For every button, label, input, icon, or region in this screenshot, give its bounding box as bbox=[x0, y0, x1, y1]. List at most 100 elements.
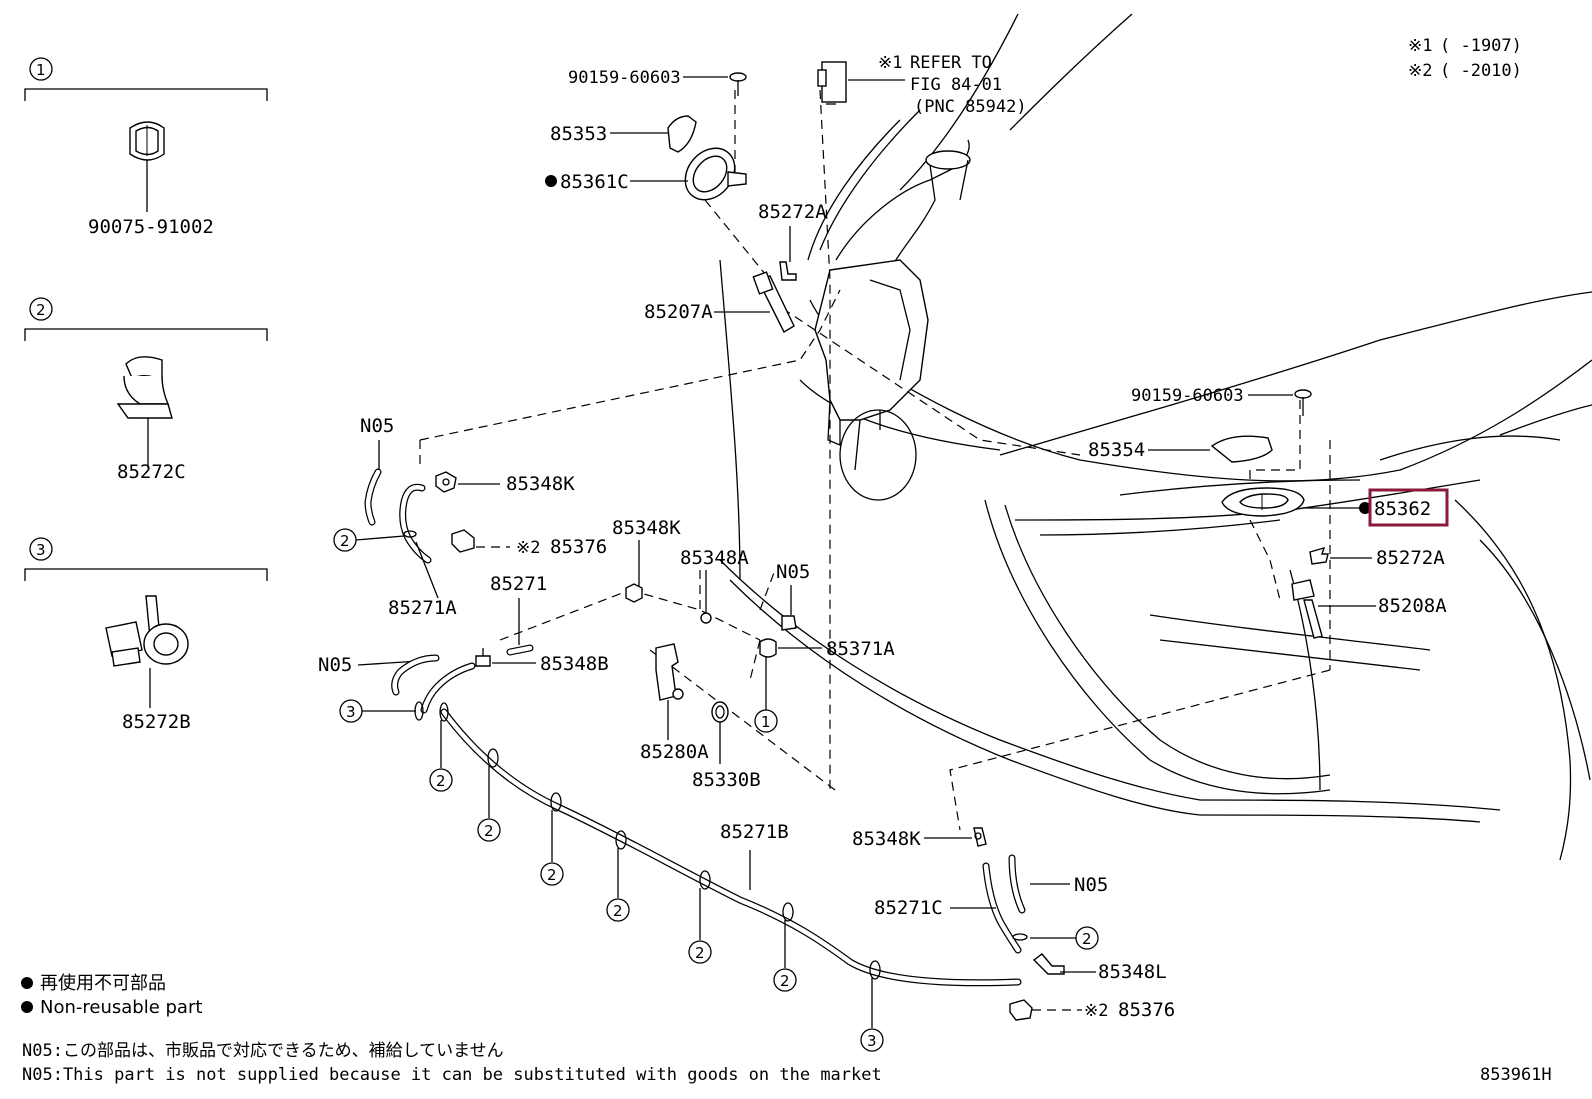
clamp-85272B-icon bbox=[105, 595, 189, 667]
note-2-range: ( -2010) bbox=[1440, 61, 1522, 81]
range-notes: ※1 ( -1907) ※2 ( -2010) bbox=[1408, 36, 1522, 81]
callout-2-e: 2 bbox=[613, 902, 623, 920]
part-85271[interactable]: 85271 bbox=[490, 573, 547, 595]
part-85271C[interactable]: 85271C bbox=[874, 897, 943, 919]
reference-connector-icon bbox=[817, 61, 847, 105]
gasket-85361C-icon bbox=[684, 147, 747, 201]
bottom-legend: 再使用不可部品 Non-reusable part N05:この部品は、市販品で… bbox=[21, 973, 1552, 1085]
callout-2-c: 2 bbox=[484, 822, 494, 840]
part-85208A[interactable]: 85208A bbox=[1378, 595, 1447, 617]
callout-2-a: 2 bbox=[340, 532, 350, 550]
callout-2-f: 2 bbox=[695, 944, 705, 962]
elbow-85348L-icon bbox=[1032, 953, 1065, 975]
legend-reuse-jp: 再使用不可部品 bbox=[40, 973, 166, 994]
callout-2-g: 2 bbox=[780, 972, 790, 990]
group-2-number: 2 bbox=[36, 301, 46, 319]
nozzle-85207A-icon bbox=[752, 271, 795, 333]
part-85272A-top[interactable]: 85272A bbox=[758, 201, 827, 223]
callout-3-a: 3 bbox=[346, 703, 356, 721]
figure-code: 853961H bbox=[1480, 1065, 1552, 1085]
grommet-85330B-icon bbox=[711, 701, 729, 723]
connector-85348K-c-icon bbox=[973, 827, 987, 847]
callout-2-h: 2 bbox=[1082, 930, 1092, 948]
part-85348K-a[interactable]: 85348K bbox=[506, 473, 575, 495]
legend-dot-en bbox=[21, 1001, 33, 1013]
legend-group-2: 2 85272C bbox=[24, 297, 268, 483]
part-85353[interactable]: 85353 bbox=[550, 123, 607, 145]
part-90075-91002[interactable]: 90075-91002 bbox=[88, 216, 214, 238]
clip-85272A-top-icon bbox=[779, 261, 797, 281]
highlight-box-85362 bbox=[1368, 488, 1449, 527]
callout-1-a: 1 bbox=[761, 713, 771, 731]
part-85272B[interactable]: 85272B bbox=[122, 711, 191, 733]
note-1-mark: ※1 bbox=[1408, 36, 1432, 56]
part-N05-c[interactable]: N05 bbox=[318, 654, 352, 676]
cap-N05-b-icon bbox=[781, 615, 797, 631]
clip-90075-icon bbox=[129, 121, 165, 161]
clamp-85272C-icon bbox=[116, 356, 173, 419]
note-1-range: ( -1907) bbox=[1440, 36, 1522, 56]
hose-assembly-left: N05 2 85271A 85348K ※2 85376 85271 bbox=[318, 415, 895, 791]
part-85376-a-mark: ※2 bbox=[516, 538, 540, 558]
cover-85353-icon bbox=[667, 115, 697, 153]
part-85371A[interactable]: 85371A bbox=[826, 638, 895, 660]
refer-line-2: FIG 84-01 bbox=[910, 75, 1002, 95]
callout-2-b: 2 bbox=[436, 772, 446, 790]
group-1-number: 1 bbox=[36, 61, 46, 79]
part-85272C[interactable]: 85272C bbox=[117, 461, 186, 483]
connector-85348A-icon bbox=[700, 612, 712, 624]
joint-85371A-icon bbox=[759, 638, 777, 658]
legend-group-1: 1 90075-91002 bbox=[24, 57, 268, 238]
part-90159-60603-top[interactable]: 90159-60603 bbox=[568, 68, 681, 88]
refer-line-1: REFER TO bbox=[910, 53, 992, 73]
note-2-mark: ※2 bbox=[1408, 61, 1432, 81]
part-N05-a[interactable]: N05 bbox=[360, 415, 394, 437]
part-85280A[interactable]: 85280A bbox=[640, 741, 709, 763]
part-85348K-b[interactable]: 85348K bbox=[612, 517, 681, 539]
connector-85348K-a-icon bbox=[435, 471, 457, 493]
refer-mark: ※1 bbox=[878, 53, 902, 73]
part-85271A[interactable]: 85271A bbox=[388, 597, 457, 619]
part-85272A-right[interactable]: 85272A bbox=[1376, 547, 1445, 569]
nozzle-85208A-icon bbox=[1291, 579, 1323, 639]
legend-dot-jp bbox=[21, 977, 33, 989]
part-N05-b[interactable]: N05 bbox=[776, 561, 810, 583]
part-85362[interactable]: 85362 bbox=[1374, 498, 1431, 520]
non-reusable-dot-85362 bbox=[1359, 502, 1371, 514]
part-85330B[interactable]: 85330B bbox=[692, 769, 761, 791]
clip-85272A-right-icon bbox=[1309, 546, 1329, 565]
part-85376-a[interactable]: 85376 bbox=[550, 536, 607, 558]
part-85271B[interactable]: 85271B bbox=[720, 821, 789, 843]
part-85376-b[interactable]: 85376 bbox=[1118, 999, 1175, 1021]
legend-reuse-en: Non-reusable part bbox=[40, 997, 202, 1018]
bolt-icon-right bbox=[1294, 389, 1312, 416]
part-85361C[interactable]: 85361C bbox=[560, 171, 629, 193]
part-N05-d[interactable]: N05 bbox=[1074, 874, 1108, 896]
hose-85271B: 2 2 2 2 2 2 3 85271B bbox=[429, 702, 1022, 1052]
clip-85376-a-icon bbox=[451, 529, 475, 553]
bolt-icon-top bbox=[729, 72, 747, 96]
connector-85348K-b-icon bbox=[625, 583, 643, 603]
legend-group-3: 3 85272B bbox=[24, 537, 268, 733]
gasket-85362-icon bbox=[1221, 487, 1305, 517]
note-n05-en: N05:This part is not supplied because it… bbox=[22, 1065, 882, 1085]
part-85207A[interactable]: 85207A bbox=[644, 301, 713, 323]
top-center-parts: 90159-60603 85353 85361C 85272A 85207A bbox=[545, 53, 1027, 333]
car-body-outline bbox=[719, 13, 1592, 861]
assembly-dashed-lines bbox=[419, 89, 1331, 831]
part-85348K-c[interactable]: 85348K bbox=[852, 828, 921, 850]
non-reusable-dot-85361C bbox=[545, 175, 557, 187]
tee-85348B-icon bbox=[475, 648, 491, 667]
part-85354[interactable]: 85354 bbox=[1088, 439, 1145, 461]
part-90159-60603-right[interactable]: 90159-60603 bbox=[1131, 386, 1244, 406]
right-side-parts: 90159-60603 85354 85362 85272A 85208A bbox=[1088, 386, 1449, 639]
cover-85354-icon bbox=[1210, 435, 1273, 463]
part-85348L[interactable]: 85348L bbox=[1098, 961, 1167, 983]
callout-2-d: 2 bbox=[547, 866, 557, 884]
part-85348A[interactable]: 85348A bbox=[680, 547, 749, 569]
note-n05-jp: N05:この部品は、市販品で対応できるため、補給していません bbox=[22, 1041, 504, 1061]
part-85348B[interactable]: 85348B bbox=[540, 653, 609, 675]
callout-3-b: 3 bbox=[867, 1032, 877, 1050]
clip-85376-b-icon bbox=[1009, 999, 1033, 1021]
hose-assembly-bottom-right: 85348K N05 85271C 2 85348L ※2 85376 bbox=[852, 827, 1175, 1021]
